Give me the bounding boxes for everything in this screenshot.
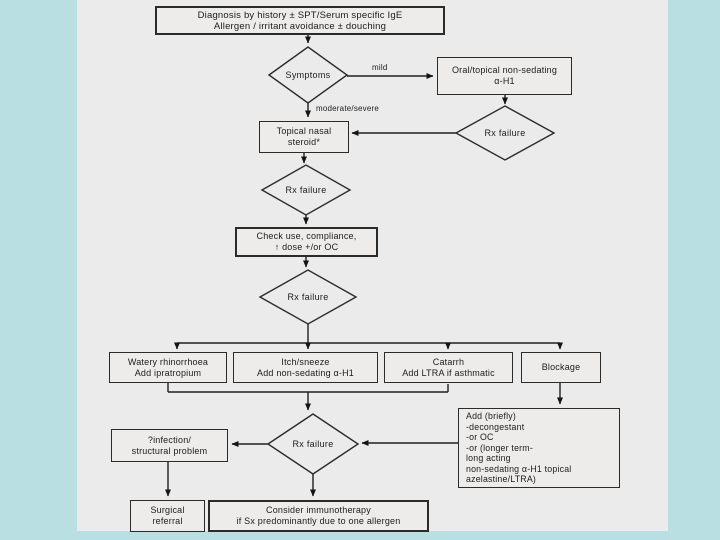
flowchart-decision-rx-failure-2-label: Rx failure	[285, 185, 327, 195]
edge-label-mild: mild	[372, 63, 388, 72]
flowchart-decision-rx-failure-3-label: Rx failure	[287, 292, 329, 302]
flowchart-decision-rx-failure-4-label: Rx failure	[292, 439, 334, 449]
flowchart-box-add-briefly: Add (briefly) -decongestant -or OC -or (…	[458, 408, 620, 488]
decision-symptoms-shape	[267, 46, 349, 104]
flowchart-box-infection-structural-problem: ?infection/ structural problem	[111, 429, 228, 462]
flowchart-decision-rx-failure-1-label: Rx failure	[484, 128, 526, 138]
flowchart-box-watery-rhinorrhoea: Watery rhinorrhoea Add ipratropium	[109, 352, 227, 383]
flowchart-box-diagnosis: Diagnosis by history ± SPT/Serum specifi…	[155, 6, 445, 35]
decision-rx-failure-4-shape	[266, 413, 360, 475]
flowchart-box-topical-nasal-steroid: Topical nasal steroid*	[259, 121, 349, 153]
edge-label-moderate-severe: moderate/severe	[316, 104, 380, 113]
flowchart-box-surgical-referral: Surgical referral	[130, 500, 205, 532]
decision-rx-failure-2-shape	[260, 164, 352, 216]
flowchart-box-oral-topical-antihistamine: Oral/topical non-sedating α-H1	[437, 57, 572, 95]
flowchart-box-consider-immunotherapy: Consider immunotherapy if Sx predominant…	[208, 500, 429, 532]
flowchart-box-catarrh: Catarrh Add LTRA if asthmatic	[384, 352, 513, 383]
flowchart-box-itch-sneeze: Itch/sneeze Add non-sedating α-H1	[233, 352, 378, 383]
decision-rx-failure-3-shape	[258, 269, 358, 325]
flowchart-decision-symptoms-label: Symptoms	[285, 70, 331, 80]
flowchart-box-blockage: Blockage	[521, 352, 601, 383]
decision-rx-failure-1-shape	[454, 105, 556, 161]
flowchart-box-check-use-compliance: Check use, compliance, ↑ dose +/or OC	[235, 227, 378, 257]
